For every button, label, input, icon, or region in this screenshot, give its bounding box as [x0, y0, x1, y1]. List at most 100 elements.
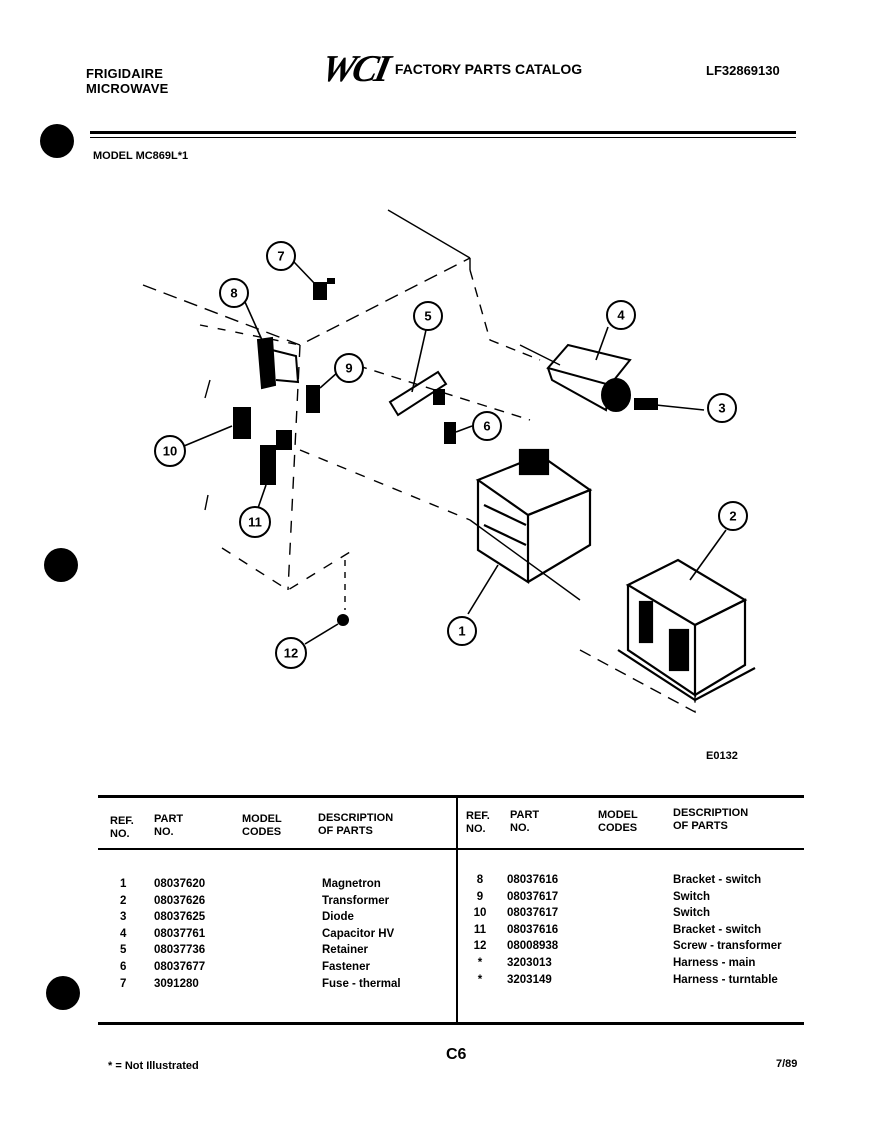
callout-6 — [472, 411, 502, 441]
part-description: Bracket - switch — [673, 874, 762, 886]
model-label: MODEL MC869L*1 — [93, 150, 189, 162]
table-row: 12 — [473, 940, 487, 953]
callout-2 — [718, 501, 748, 531]
part-number: 08037625 — [154, 911, 206, 924]
callout-9-label: 9 — [345, 361, 352, 376]
table-row: 4 — [120, 927, 127, 940]
part-description: Screw - transformer — [673, 940, 782, 953]
table-row: 2 — [120, 894, 127, 907]
part-number: 08037617 — [507, 907, 559, 920]
part-number: 08037626 — [154, 894, 206, 907]
header-ref-no-right: REF.NO. — [466, 810, 490, 835]
table-top-rule — [98, 795, 804, 798]
part-description: Fastener — [322, 960, 370, 973]
part-description: Retainer — [322, 944, 369, 957]
table-bottom-rule — [98, 1022, 804, 1025]
callout-11 — [239, 506, 271, 538]
part-number: 08037616 — [507, 923, 559, 936]
right-part-column: 08037616 08037617 08037617 08037616 0800… — [507, 872, 558, 988]
callout-3 — [707, 393, 737, 423]
table-row: 11 — [473, 923, 487, 936]
callout-11-label: 11 — [248, 515, 262, 530]
part-description: Switch — [673, 890, 711, 903]
table-row: 3 — [120, 911, 127, 924]
left-desc-column: Magnetron Transformer Diode Capacitor HV… — [322, 876, 401, 992]
callout-4 — [606, 300, 636, 330]
catalog-header: WCI FACTORY PARTS CATALOG — [318, 48, 583, 90]
part-description: Capacitor HV — [322, 927, 395, 940]
catalog-number: LF32869130 — [706, 63, 780, 78]
right-ref-column: 8 9 10 11 12 * * — [468, 872, 492, 988]
punch-hole-top — [40, 124, 74, 158]
callout-1 — [447, 616, 477, 646]
table-row: 5 — [120, 944, 127, 957]
callout-3-label: 3 — [718, 401, 725, 416]
table-row: 9 — [476, 890, 484, 903]
callout-5-label: 5 — [424, 309, 431, 324]
part-description: Magnetron — [322, 878, 381, 890]
table-row: 10 — [473, 907, 487, 920]
callout-6-label: 6 — [483, 419, 490, 434]
callout-7-label: 7 — [277, 249, 284, 264]
part-description: Harness - turntable — [673, 973, 778, 986]
part-number: 3203013 — [507, 956, 552, 969]
part-number: 08037761 — [154, 927, 206, 940]
left-part-column: 08037620 08037626 08037625 08037761 0803… — [154, 876, 205, 992]
table-row: 6 — [120, 960, 127, 973]
diagram-code: E0132 — [706, 750, 738, 762]
callout-8 — [219, 278, 249, 308]
header-rule-thin — [90, 137, 796, 138]
punch-hole-middle — [44, 548, 78, 582]
part-description: Fuse - thermal — [322, 977, 401, 990]
callout-5 — [413, 301, 443, 331]
part-description: Transformer — [322, 894, 390, 907]
not-illustrated-note: * = Not Illustrated — [108, 1060, 199, 1072]
callout-2-label: 2 — [729, 509, 736, 524]
table-row: 8 — [476, 874, 484, 886]
punch-hole-bottom — [46, 976, 80, 1010]
right-desc-column: Bracket - switch Switch Switch Bracket -… — [673, 872, 782, 988]
revision-date: 7/89 — [776, 1058, 798, 1070]
left-ref-column: 1 2 3 4 5 6 7 — [120, 876, 126, 992]
table-header-rule — [98, 848, 804, 850]
table-center-divider — [456, 798, 458, 1022]
callout-4-label: 4 — [617, 308, 625, 323]
header-ref-no: REF.NO. — [110, 815, 134, 840]
brand-block: FRIGIDAIRE MICROWAVE — [86, 66, 168, 96]
callout-7 — [266, 241, 296, 271]
part-number: 08037617 — [507, 890, 559, 903]
part-number: 3091280 — [154, 977, 199, 990]
callout-12 — [275, 637, 307, 669]
callout-10-label: 10 — [163, 444, 177, 459]
table-row: * — [477, 973, 483, 986]
callout-1-label: 1 — [458, 624, 465, 639]
table-row: 1 — [120, 878, 127, 890]
header-rule-thick — [90, 131, 796, 134]
part-number: 08037677 — [154, 960, 206, 973]
part-description: Diode — [322, 911, 354, 924]
table-row: 7 — [120, 977, 127, 990]
page-number: C6 — [446, 1046, 467, 1063]
part-description: Harness - main — [673, 956, 756, 969]
table-row: * — [477, 956, 483, 969]
part-number: 08037616 — [507, 874, 559, 886]
part-number: 08008938 — [507, 940, 559, 953]
part-description: Bracket - switch — [673, 923, 762, 936]
callout-9 — [334, 353, 364, 383]
part-number: 08037736 — [154, 944, 206, 957]
catalog-title: FACTORY PARTS CATALOG — [394, 61, 583, 77]
callout-12-label: 12 — [284, 646, 298, 661]
part-number: 08037620 — [154, 878, 206, 890]
callout-8-label: 8 — [230, 286, 237, 301]
product-line: MICROWAVE — [86, 81, 169, 96]
part-number: 3203149 — [507, 973, 552, 986]
brand-name: FRIGIDAIRE — [86, 66, 164, 81]
part-description: Switch — [673, 907, 711, 920]
